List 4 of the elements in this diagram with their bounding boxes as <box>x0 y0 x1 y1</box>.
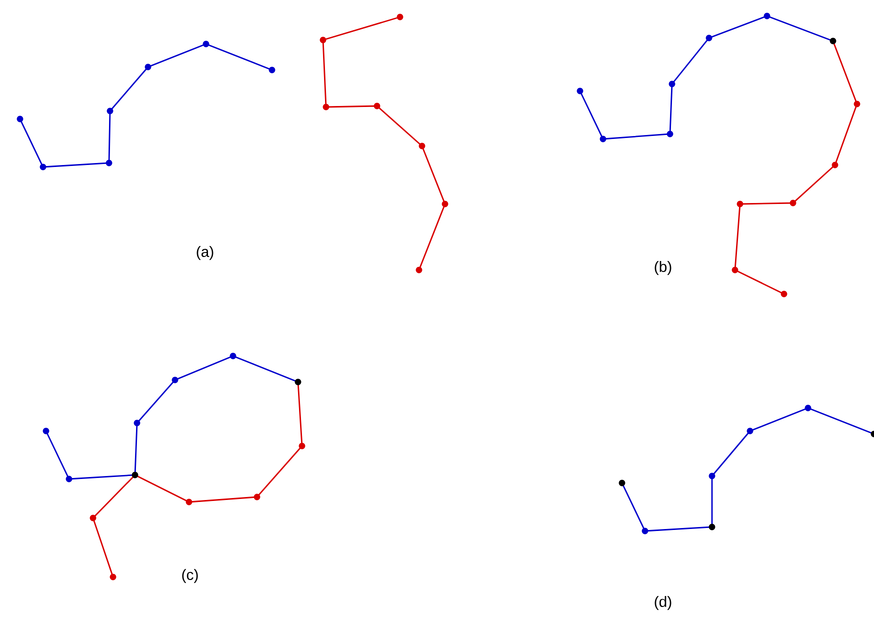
panel-label: (a) <box>196 246 214 260</box>
panel-label: (c) <box>182 569 198 583</box>
panel-label: (d) <box>654 596 672 610</box>
panel-label: (b) <box>654 261 672 275</box>
